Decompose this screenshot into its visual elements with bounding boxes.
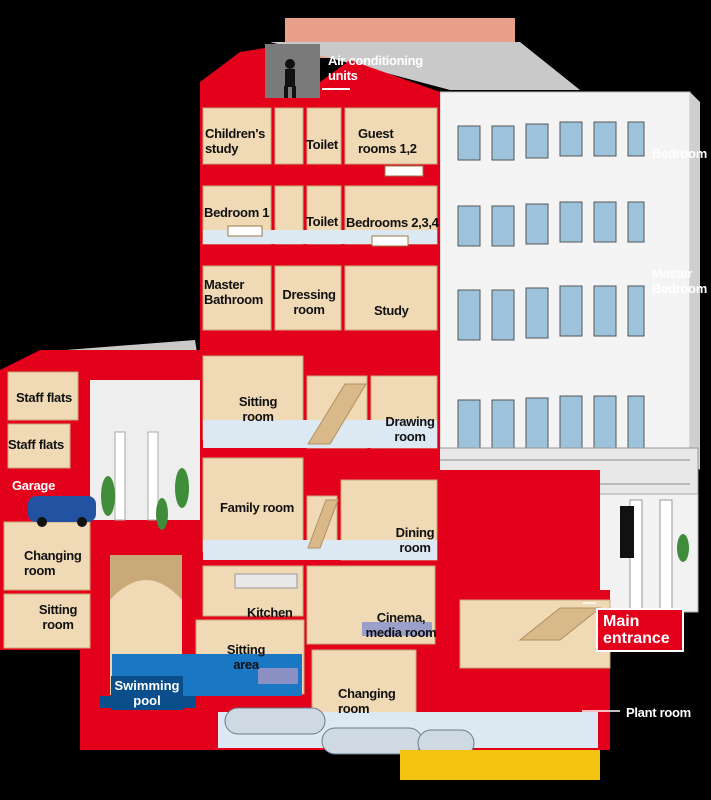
family-room-label: Family room <box>220 500 294 515</box>
master-bathroom-label: Master Bathroom <box>204 277 263 307</box>
facade-windows <box>457 121 645 461</box>
guest-rooms-label: Guest rooms 1,2 <box>358 126 417 156</box>
bedroom-side-label: Bedroom <box>652 146 707 161</box>
garage-car <box>28 496 96 522</box>
swimming-pool-label: Swimming pool <box>111 676 183 710</box>
toilet-top-label: Toilet <box>306 137 338 152</box>
dining-room-label: Dining room <box>395 525 435 555</box>
cinema-label: Cinema, media room <box>365 610 437 640</box>
toilet-mid-label: Toilet <box>306 214 338 229</box>
air-conditioning-label: Air conditioning units <box>328 53 423 83</box>
plant-room-label: Plant room <box>626 705 691 720</box>
bedrooms234-label: Bedrooms 2,3,4 <box>346 215 439 230</box>
sitting-room-left-label: Sitting room <box>38 602 78 632</box>
main-entrance-callout: Main entrance <box>596 608 684 652</box>
childrens-study-label: Children's study <box>205 126 266 156</box>
dressing-room-label: Dressing room <box>282 287 336 317</box>
master-bedroom-side-label: Master Bedroom <box>652 266 707 296</box>
changing-room-left-label: Changing room <box>24 548 82 578</box>
sitting-area-label: Sitting area <box>226 642 266 672</box>
plant-room-tanks <box>224 707 600 780</box>
bedroom1-label: Bedroom 1 <box>204 205 270 220</box>
kitchen-label: Kitchen <box>247 605 293 620</box>
garage-label: Garage <box>12 478 56 493</box>
study-label: Study <box>374 303 409 318</box>
sitting-room-label: Sitting room <box>238 394 278 424</box>
drawing-room-label: Drawing room <box>385 414 435 444</box>
staff-flats-1-label: Staff flats <box>16 390 72 405</box>
roof-slope <box>270 42 580 90</box>
staff-flats-2-label: Staff flats <box>8 437 64 452</box>
changing-room-lower-label: Changing room <box>338 686 396 716</box>
